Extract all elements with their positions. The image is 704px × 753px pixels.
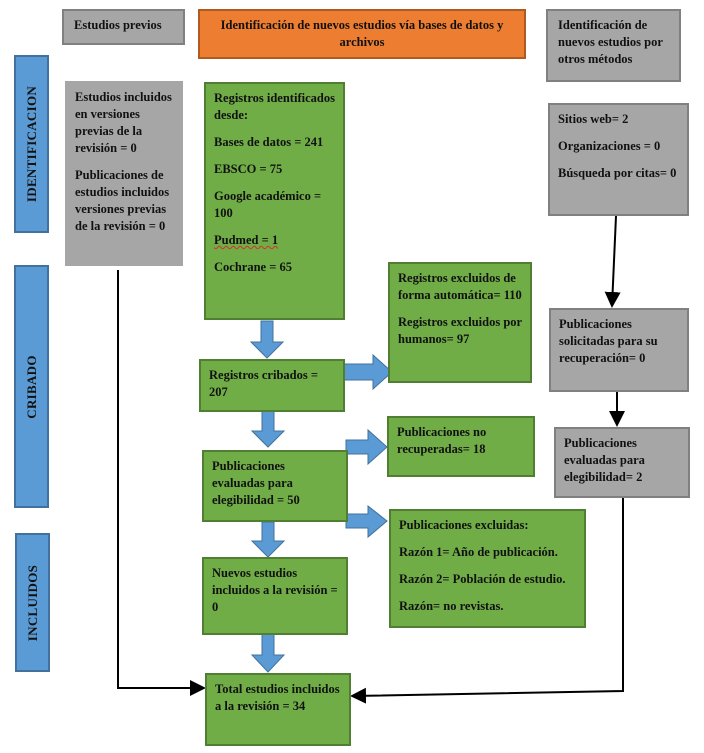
total-included-text: Total estudios incluidos a la revisión =… bbox=[215, 682, 340, 713]
connector-sources-to-sought bbox=[604, 215, 621, 308]
header-other-text: Identificación de nuevos estudios por ot… bbox=[558, 18, 663, 66]
header-databases: Identificación de nuevos estudios vía ba… bbox=[198, 9, 526, 59]
reports-excluded-reason-2: Razón 2= Población de estudio. bbox=[399, 572, 566, 586]
reports-excluded-reason-1: Razón 1= Año de publicación. bbox=[399, 545, 558, 559]
not-retrieved-box: Publicaciones no recuperadas= 18 bbox=[387, 416, 535, 477]
records-identified-box: Registros identificados desde: Bases de … bbox=[204, 82, 345, 320]
phase-identification: IDENTIFICACION bbox=[14, 55, 49, 233]
arrow-right-3 bbox=[345, 504, 388, 539]
new-included-box: Nuevos estudios incluidos a la revisión … bbox=[202, 557, 348, 635]
reports-excluded-box: Publicaciones excluidas: Razón 1= Año de… bbox=[389, 509, 586, 628]
records-item-pudmed: Pudmed = 1 bbox=[214, 232, 335, 249]
arrow-right-2 bbox=[345, 428, 388, 466]
previous-studies-box: Estudios incluidos en versiones previas … bbox=[65, 81, 183, 266]
header-previous-text: Estudios previos bbox=[74, 18, 162, 32]
records-identified-title: Registros identificados desde: bbox=[214, 91, 335, 122]
header-other-methods: Identificación de nuevos estudios por ot… bbox=[546, 9, 681, 82]
records-excluded-box: Registros excluidos de forma automática=… bbox=[388, 262, 532, 383]
phase-included: INCLUIDOS bbox=[15, 533, 50, 672]
other-sources-citations: Búsqueda por citas= 0 bbox=[558, 166, 677, 180]
arrow-down-3 bbox=[250, 521, 286, 558]
other-sources-organizations: Organizaciones = 0 bbox=[558, 139, 661, 153]
records-item-pudmed-text: Pudmed = 1 bbox=[214, 233, 279, 247]
previous-studies-line2: Publicaciones de estudios incluidos vers… bbox=[75, 168, 170, 233]
records-screened-text: Registros cribados = 207 bbox=[209, 368, 318, 399]
assessed-eligibility-text: Publicaciones evaluadas para elegibilida… bbox=[212, 459, 300, 507]
records-screened-box: Registros cribados = 207 bbox=[199, 359, 345, 412]
not-retrieved-text: Publicaciones no recuperadas= 18 bbox=[397, 425, 487, 456]
reports-excluded-title: Publicaciones excluidas: bbox=[399, 518, 529, 532]
records-item-google: Google académico = 100 bbox=[214, 189, 322, 220]
phase-identification-label: IDENTIFICACION bbox=[23, 85, 39, 203]
records-excluded-automatic: Registros excluidos de forma automática=… bbox=[398, 271, 522, 302]
header-databases-text: Identificación de nuevos estudios vía ba… bbox=[220, 18, 504, 49]
reports-sought-other-box: Publicaciones solicitadas para su recupe… bbox=[549, 308, 689, 392]
phase-included-label: INCLUIDOS bbox=[24, 564, 40, 641]
total-included-box: Total estudios incluidos a la revisión =… bbox=[205, 673, 351, 746]
new-included-text: Nuevos estudios incluidos a la revisión … bbox=[212, 566, 338, 614]
arrow-down-1 bbox=[249, 320, 285, 359]
header-previous-studies: Estudios previos bbox=[62, 9, 185, 45]
assessed-eligibility-other-box: Publicaciones evaluadas para elegibilida… bbox=[554, 427, 690, 498]
arrow-down-4 bbox=[250, 633, 286, 673]
records-item-ebsco: EBSCO = 75 bbox=[214, 162, 283, 176]
other-sources-box: Sitios web= 2 Organizaciones = 0 Búsqued… bbox=[548, 103, 689, 216]
reports-sought-other-text: Publicaciones solicitadas para su recupe… bbox=[559, 317, 658, 365]
previous-studies-line1: Estudios incluidos en versiones previas … bbox=[75, 90, 172, 155]
assessed-eligibility-box: Publicaciones evaluadas para elegibilida… bbox=[202, 450, 348, 522]
connector-previous-to-total bbox=[117, 270, 206, 696]
phase-screening: CRIBADO bbox=[14, 265, 49, 508]
phase-screening-label: CRIBADO bbox=[23, 354, 39, 419]
records-item-cochrane: Cochrane = 65 bbox=[214, 260, 292, 274]
arrow-right-1 bbox=[343, 353, 393, 391]
reports-excluded-reason-3: Razón= no revistas. bbox=[399, 599, 504, 613]
other-sources-websites: Sitios web= 2 bbox=[558, 112, 629, 126]
arrow-down-2 bbox=[250, 410, 286, 448]
records-excluded-human: Registros excluidos por humanos= 97 bbox=[398, 315, 522, 346]
records-item-databases: Bases de datos = 241 bbox=[214, 135, 324, 149]
assessed-eligibility-other-text: Publicaciones evaluadas para elegibilida… bbox=[564, 436, 645, 484]
